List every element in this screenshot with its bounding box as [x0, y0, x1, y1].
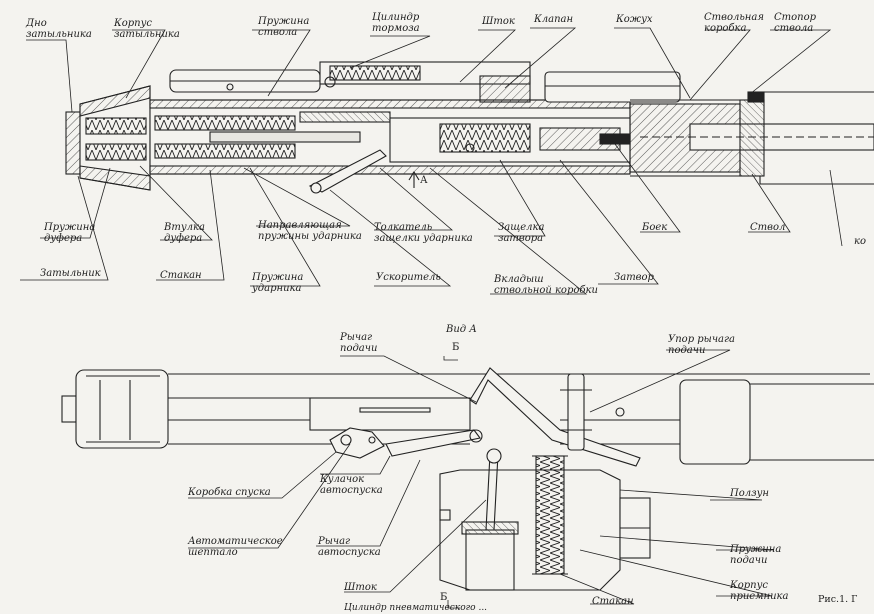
top-leader-lines [20, 27, 843, 295]
label-cilindr-bottom: Цилиндр пневматического ... [344, 603, 488, 613]
label-klapan: Клапан [534, 14, 574, 25]
label-pruzhina-bufera: Пружина дуфера [44, 222, 96, 244]
label-polzun: Ползун [730, 488, 769, 499]
label-rychag-podachi: Рычаг подачи [340, 332, 378, 354]
label-cilindr-tormoza: Цилиндр тормоза [372, 12, 420, 34]
label-boek: Боек [642, 222, 668, 233]
label-pruzhina-podachi: Пружина подачи [730, 544, 782, 566]
label-pruzhina-udarnika: Пружина ударника [252, 272, 304, 294]
label-kozhukh: Кожух [616, 14, 653, 25]
top-section-view [65, 61, 874, 194]
label-vtulka-bufera: Втулка дуфера [164, 222, 205, 244]
label-shtok: Шток [482, 16, 515, 27]
label-stvol: Ствол [750, 222, 786, 233]
figure-caption: Рис.1. Г [818, 594, 858, 605]
label-uskoritel: Ускоритель [376, 272, 441, 283]
label-ko: ко [854, 236, 866, 247]
bottom-leader-lines [188, 349, 775, 609]
label-stakan-top: Стакан [160, 270, 202, 281]
label-pruzhina-stvola: Пружина ствола [258, 16, 310, 38]
label-stvolnaya-korobka: Ствольная коробка [704, 12, 764, 34]
label-stakan-bottom: Стакан [592, 596, 634, 607]
label-vkladysh: Вкладыш ствольной коробки [494, 274, 598, 296]
label-zatylnik: Затыльник [40, 268, 101, 279]
label-kulachok: Кулачок автоспуска [320, 474, 383, 496]
label-korpus-priemnika: Корпус приемника [730, 580, 789, 602]
label-zatvor: Затвор [614, 272, 654, 283]
label-shtok-bottom: Шток [344, 582, 377, 593]
label-section-a: А [420, 175, 428, 186]
label-upor-rychaga: Упор рычага подачи [668, 334, 736, 356]
label-b-bottom: Б [440, 592, 448, 603]
label-zashchelka: Защелка затвора [498, 222, 545, 244]
label-vid-a: Вид А [446, 324, 477, 335]
label-stopor-stvola: Стопор ствола [774, 12, 817, 34]
label-rychag-avtospuska: Рычаг автоспуска [318, 536, 381, 558]
bottom-view-a [61, 367, 874, 591]
label-avtomat-sheptala: Автоматическое шептало [188, 536, 283, 558]
label-b-top: Б [452, 342, 460, 353]
label-korobka-spuska: Коробка спуска [188, 487, 271, 498]
label-korpus-zatylnika: Корпус затыльника [114, 18, 180, 40]
label-dno: Дно затыльника [26, 18, 92, 40]
label-napravlyayushchaya: Направляющая пружины ударника [258, 220, 362, 242]
label-talkatel: Толкатель защелки ударника [374, 222, 473, 244]
